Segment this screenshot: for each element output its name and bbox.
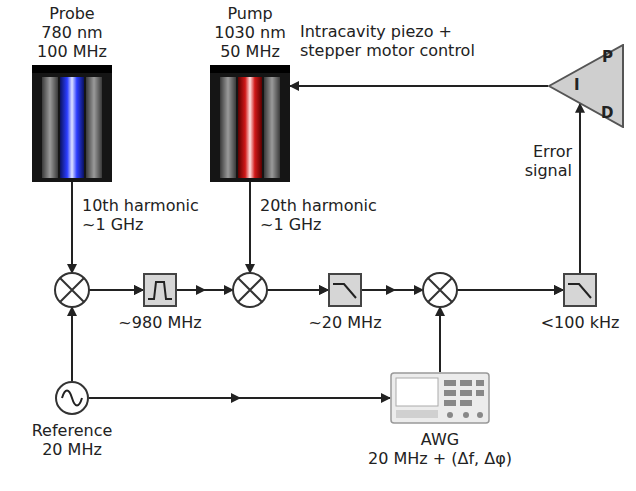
pump-laser-shape [210,65,290,182]
probe-laser-shape [32,65,112,182]
reference-oscillator-shape [55,381,89,415]
lowpass-filter: ~20 MHz [300,273,390,332]
edge-label: 10th harmonic ~1 GHz [82,196,207,234]
bandpass-filter: ~980 MHz [115,273,205,332]
signal-connector [579,104,581,273]
lowpass-filter-shape [563,273,597,307]
laser-label: Pump 1030 nm 50 MHz [211,4,289,61]
bandpass-filter-shape [143,273,177,307]
awg-instrument-shape [390,372,490,424]
pid-letter: I [574,76,580,95]
bandpass-filter-label: ~980 MHz [118,313,201,332]
reference-oscillator: Reference20 MHz [17,381,127,459]
reference-oscillator-label: Reference [32,421,113,440]
probe-laser: Probe 780 nm 100 MHz [27,4,117,182]
signal-connector [290,85,548,87]
lowpass-filter-shape [328,273,362,307]
pid-letter: D [601,104,613,123]
reference-oscillator-label: 20 MHz [42,440,102,459]
pid-controller: P I D [548,44,624,128]
edge-label: 20th harmonic ~1 GHz [260,196,385,234]
mixer-symbol [233,273,267,307]
mixer-symbol [55,273,89,307]
awg-instrument-label: 20 MHz + (Δf, Δφ) [368,449,512,468]
edge-label: Error signal [508,142,572,180]
signal-connector [89,397,390,399]
lowpass-filter-label: <100 kHz [541,313,620,332]
awg-instrument: AWG20 MHz + (Δf, Δφ) [360,372,520,468]
lowpass-filter-label: ~20 MHz [308,313,381,332]
mixer-symbol [423,273,457,307]
lowpass-filter: <100 kHz [535,273,625,332]
pump-laser: Pump 1030 nm 50 MHz [205,4,295,182]
laser-label: Probe 780 nm 100 MHz [33,4,111,61]
pid-letter: P [602,48,613,67]
awg-instrument-label: AWG [421,430,459,449]
edge-label: Intracavity piezo + stepper motor contro… [300,22,515,60]
